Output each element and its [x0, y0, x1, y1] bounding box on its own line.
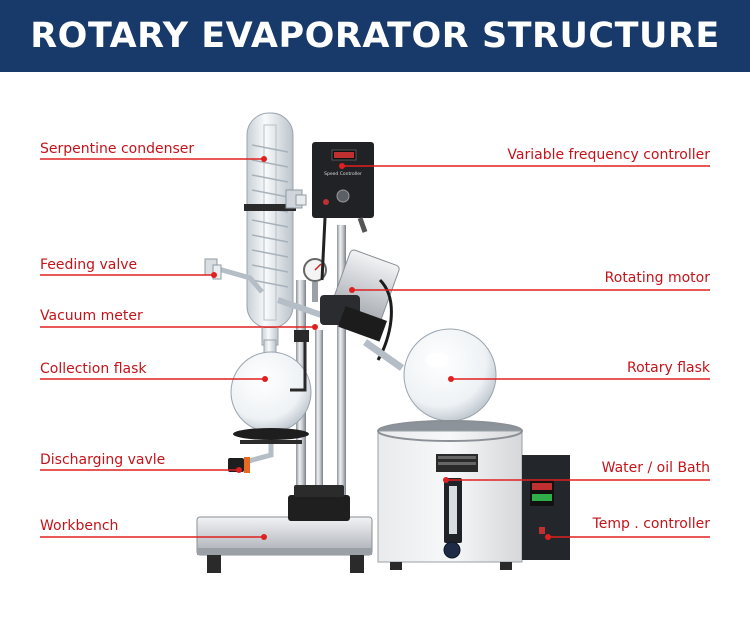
label-serpentine-condenser: Serpentine condenser [40, 141, 195, 157]
temp-controller-illustration [522, 455, 570, 560]
leader-dot-temp-controller [545, 534, 551, 540]
speed-controller-box: Speed Controller [312, 142, 374, 281]
label-rotary-flask: Rotary flask [626, 360, 710, 376]
leader-dot-rotating-motor [349, 287, 355, 293]
leader-dot-workbench [261, 534, 267, 540]
leader-dot-feeding-valve [211, 272, 217, 278]
label-rotating-motor: Rotating motor [604, 270, 710, 286]
label-water-oil-bath: Water / oil Bath [601, 460, 710, 476]
speed-controller-caption: Speed Controller [324, 171, 362, 177]
leader-dot-discharging-valve [236, 467, 242, 473]
title-banner: ROTARY EVAPORATOR STRUCTURE [0, 0, 750, 72]
label-feeding-valve: Feeding valve [40, 257, 138, 273]
discharging-valve-illustration [228, 444, 274, 473]
page-title: ROTARY EVAPORATOR STRUCTURE [30, 16, 720, 56]
leader-dot-rotary-flask [448, 376, 454, 382]
leader-dot-variable-frequency-controller [339, 163, 345, 169]
rotary-flask-illustration [403, 328, 497, 422]
label-collection-flask: Collection flask [40, 361, 147, 377]
leader-dot-collection-flask [262, 376, 268, 382]
leader-dot-serpentine-condenser [261, 156, 267, 162]
collection-flask-illustration [230, 330, 312, 444]
label-workbench: Workbench [40, 518, 119, 534]
serpentine-condenser-illustration [204, 112, 331, 346]
label-temp-controller: Temp . controller [592, 516, 710, 532]
leader-dot-water-oil-bath [443, 477, 449, 483]
water-oil-bath-illustration [377, 420, 523, 570]
workbench-base [196, 516, 373, 573]
leader-dot-vacuum-meter [312, 324, 318, 330]
vacuum-meter-illustration [303, 258, 327, 302]
label-vacuum-meter: Vacuum meter [40, 308, 143, 324]
label-variable-frequency-controller: Variable frequency controller [507, 147, 710, 163]
leader-lines [40, 156, 710, 540]
label-discharging-valve: Discharging vavle [40, 452, 166, 468]
rotating-motor-illustration [320, 249, 405, 371]
